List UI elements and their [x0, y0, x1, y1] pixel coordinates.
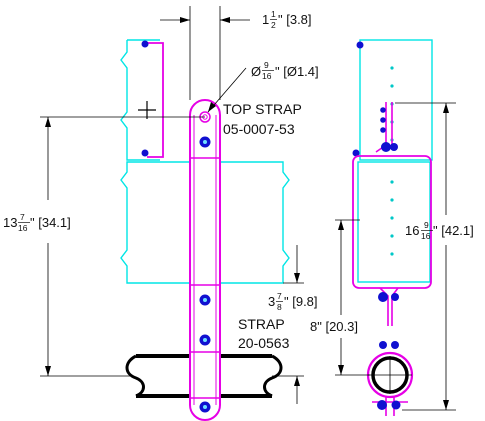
- height-left-whole: 13: [3, 215, 17, 230]
- height-left-metric: " [34.1]: [30, 215, 71, 230]
- side-bolt-cluster: [378, 292, 399, 302]
- strap-part-number: 20-0563: [238, 335, 290, 351]
- side-bolt-cluster: [377, 400, 401, 410]
- lower-component-side: [357, 161, 431, 283]
- height-right-metric: " [42.1]: [433, 223, 474, 238]
- hole-dimension-label: Ø 9 16 " [Ø1.4]: [251, 60, 319, 81]
- strap-body: [189, 99, 221, 421]
- bracket-bolt: [141, 40, 149, 48]
- hole-numerator: 9: [264, 60, 269, 70]
- side-bolt-cluster: [379, 341, 399, 349]
- arrowhead: [45, 366, 51, 376]
- arrowhead: [180, 17, 190, 23]
- width-denominator: 2: [271, 20, 276, 30]
- side-bolt: [356, 41, 364, 49]
- height-right-dimension-label: 16 9 16 " [42.1]: [405, 220, 474, 241]
- arrowhead: [443, 103, 449, 113]
- hole-diameter-symbol: Ø: [251, 64, 261, 79]
- side-bolt-cluster: [380, 107, 398, 152]
- upper-component-side: [359, 39, 433, 161]
- side-bolt: [352, 149, 360, 157]
- upper-bracket: [147, 42, 164, 158]
- offset-metric: " [9.8]: [284, 294, 318, 309]
- pipe-break-left: [125, 354, 145, 398]
- arrowhead: [45, 117, 51, 127]
- strap-name: STRAP: [238, 316, 285, 332]
- arrowhead: [443, 400, 449, 410]
- height-right-numerator: 9: [424, 220, 429, 230]
- strap-side-loop: [352, 155, 432, 289]
- top-strap-name: TOP STRAP: [223, 101, 302, 117]
- offset-numerator: 7: [277, 291, 282, 301]
- height-right-whole: 16: [405, 223, 419, 238]
- arrowhead: [338, 365, 344, 375]
- strap-bolt: [199, 334, 211, 346]
- strap-bolt: [199, 136, 211, 148]
- left-view: [40, 6, 304, 421]
- strap-bolt: [199, 401, 211, 413]
- height-left-numerator: 7: [20, 212, 25, 222]
- offset-dimension-label: 3 7 8 " [9.8]: [268, 291, 318, 312]
- arrowhead: [208, 102, 216, 112]
- bracket-bolt: [141, 149, 149, 157]
- component-dots: [390, 66, 394, 256]
- height-left-dimension-label: 13 7 16 " [34.1]: [3, 212, 71, 233]
- offset-denominator: 8: [277, 302, 282, 312]
- mid-dimension-label: 8" [20.3]: [310, 319, 358, 334]
- hole-denominator: 16: [262, 71, 272, 81]
- arrowhead: [294, 376, 300, 386]
- width-numerator: 1: [271, 9, 276, 19]
- width-whole: 1: [262, 12, 269, 27]
- right-view: [335, 39, 456, 416]
- top-strap-part-number: 05-0007-53: [223, 121, 295, 137]
- width-dimension-label: 1 1 2 " [3.8]: [262, 9, 312, 30]
- hole-metric: " [Ø1.4]: [275, 64, 319, 79]
- upper-component-outline: [120, 39, 160, 161]
- offset-whole: 3: [268, 294, 275, 309]
- strap-bolt: [199, 294, 211, 306]
- arrowhead: [338, 220, 344, 230]
- pipe-break-right: [263, 354, 283, 398]
- arrowhead: [220, 17, 230, 23]
- arrowhead: [294, 273, 300, 283]
- width-metric: " [3.8]: [278, 12, 312, 27]
- height-right-denominator: 16: [421, 231, 431, 241]
- height-left-denominator: 16: [18, 223, 28, 233]
